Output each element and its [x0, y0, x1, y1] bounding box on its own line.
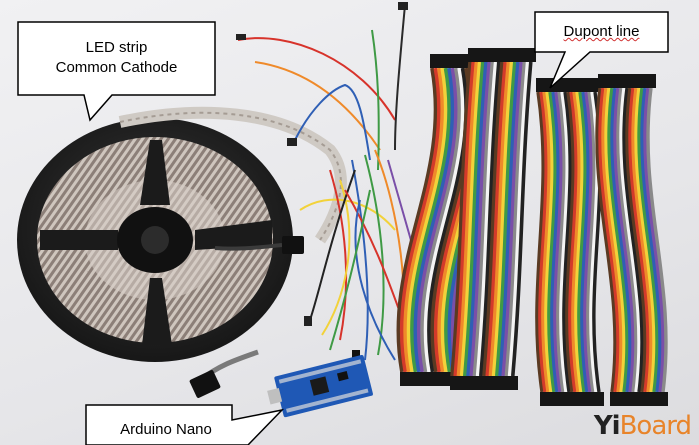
ribbon-wire [485, 61, 507, 377]
ribbon-wire [501, 61, 523, 377]
callout-led-text: LED strip Common Cathode [18, 38, 215, 79]
ribbon-wire [553, 91, 563, 393]
ribbon-wire [586, 91, 596, 393]
ribbon-wire [463, 61, 485, 377]
reel-spoke [40, 230, 118, 250]
ribbon-wire [574, 91, 584, 393]
watermark-suffix: Board [619, 411, 692, 441]
arduino-nano-board [267, 354, 373, 418]
ribbon-wire [410, 67, 452, 373]
ribbon-wire [637, 87, 659, 393]
ribbon-connector-bottom [450, 376, 518, 390]
callout-dupont [534, 11, 669, 89]
ribbon-wire [504, 61, 527, 377]
dupont-line-label: Dupont line [563, 23, 640, 40]
ribbon-wire [453, 61, 475, 377]
ribbon-wire [538, 91, 548, 393]
ribbon-wire [472, 61, 495, 377]
ribbon-wire [482, 61, 504, 377]
ribbon-wire [598, 87, 620, 393]
ribbon-wire [628, 87, 650, 393]
ribbon-wire [556, 91, 566, 393]
led-strip-reel [17, 106, 347, 398]
ribbon-wire [491, 61, 514, 377]
arduino-nano-label: Arduino Nano [120, 421, 212, 438]
ribbon-wire [475, 61, 498, 377]
ribbon-wire [631, 87, 653, 393]
ribbon-wire [399, 67, 441, 373]
jumper-wire-bundle [236, 2, 431, 362]
ribbon-wire [610, 87, 632, 393]
ribbon-wire [619, 87, 641, 393]
ribbon-wire [634, 87, 656, 393]
ribbon-wire [459, 61, 482, 377]
ribbon-wire [403, 67, 445, 373]
ribbon-wire [469, 61, 491, 377]
ribbon-wire [601, 87, 623, 393]
watermark-prefix: Yi [593, 411, 621, 441]
ribbon-wire [406, 67, 448, 373]
reel-spoke [195, 220, 272, 250]
ribbon-connector-top [468, 48, 536, 62]
ribbon-wire [595, 87, 617, 393]
ribbon-wire [495, 61, 517, 377]
ribbon-wire [541, 91, 551, 393]
ribbon-wire [450, 61, 472, 377]
ribbon-wire [625, 87, 647, 393]
ribbon-wire [423, 67, 465, 373]
ribbon-wire [420, 67, 462, 373]
ribbon-wire [571, 91, 581, 393]
callout-led [17, 21, 216, 122]
ribbon-wire [604, 87, 626, 393]
ribbon-wire [580, 91, 590, 393]
ribbon-wire [416, 67, 458, 373]
ribbon-wire [396, 67, 438, 373]
ribbon-connector-top [598, 74, 656, 88]
ribbon-wire [550, 91, 560, 393]
ribbon-wire [643, 87, 665, 393]
ribbon-wire [616, 87, 638, 393]
ribbon-wire [511, 61, 533, 377]
ribbon-wire [607, 87, 629, 393]
ribbon-wire [559, 91, 569, 393]
ribbon-wire [479, 61, 501, 377]
yiboard-watermark: YiBoard [593, 411, 692, 441]
ribbon-wire [544, 91, 554, 393]
ribbon-wire [565, 91, 575, 393]
callout-nano [85, 404, 285, 445]
strip-plug [189, 370, 221, 398]
ribbon-wire [562, 91, 572, 393]
ribbon-wire [640, 87, 662, 393]
ribbon-wire [488, 61, 511, 377]
ribbon-connector-bottom [610, 392, 668, 406]
ribbon-wire [535, 91, 545, 393]
ribbon-wire [646, 87, 668, 393]
ribbon-wire [498, 61, 520, 377]
dupont-ribbon-cables [396, 48, 668, 406]
reel-spoke [140, 140, 170, 205]
ribbon-connector-bottom [540, 392, 604, 406]
ribbon-wire [613, 87, 635, 393]
ribbon-wire [456, 61, 479, 377]
ribbon-wire [466, 61, 488, 377]
ribbon-wire [622, 87, 644, 393]
ribbon-wire [413, 67, 455, 373]
reel-spoke [142, 278, 172, 345]
ribbon-wire [568, 91, 578, 393]
ribbon-wire [507, 61, 530, 377]
common-cathode-label: Common Cathode [55, 59, 178, 77]
led-strip-label: LED strip [85, 39, 148, 56]
ribbon-wire [547, 91, 557, 393]
strip-connector [282, 236, 304, 254]
ribbon-wire [577, 91, 587, 393]
ribbon-wire [583, 91, 593, 393]
ribbon-connector-top [536, 78, 600, 92]
